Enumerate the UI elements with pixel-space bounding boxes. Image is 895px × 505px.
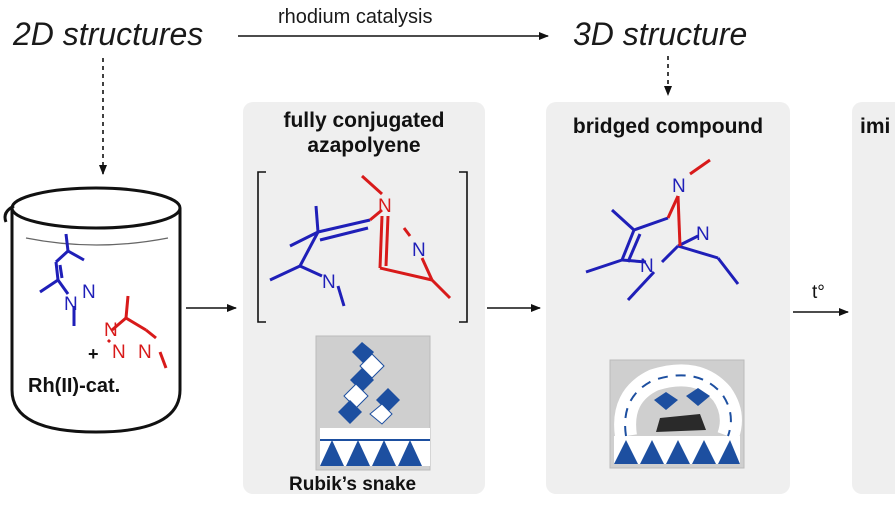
beaker-n1: N (82, 282, 96, 303)
bracket-right (459, 171, 468, 323)
bridged-n-left: N (640, 256, 654, 277)
azapolyene-n-blue: N (322, 272, 336, 293)
beaker (3, 186, 182, 434)
conjugated-title-line1: fully conjugated (283, 109, 445, 132)
imi-title-fragment: imi (860, 115, 891, 138)
rubiks-snake-image-1 (315, 335, 431, 471)
conjugated-title-line2: azapolyene (307, 134, 421, 157)
bridged-red-part (666, 158, 711, 247)
beaker-n2: N (64, 294, 78, 315)
azapolyene-red-part (360, 174, 452, 300)
azapolyene-n-blue-2: N (412, 240, 426, 261)
rubiks-snake-image-2 (609, 359, 745, 469)
panel-imi (852, 102, 895, 494)
bridged-n-right: N (696, 224, 710, 245)
bracket-left (257, 171, 266, 323)
beaker-n4: N (112, 342, 126, 363)
heading-3d-structure: 3D structure (573, 16, 748, 52)
beaker-plus: + (88, 344, 99, 364)
rubiks-snake-caption: Rubik’s snake (289, 474, 417, 495)
beaker-n3: N (104, 320, 118, 341)
beaker-catalyst: Rh(II)-cat. (28, 375, 120, 397)
bridged-title: bridged compound (572, 115, 764, 138)
heat-label: t° (812, 282, 825, 303)
triazole-red (106, 295, 168, 369)
bridged-blue-part (585, 208, 740, 302)
heading-2d-structures: 2D structures (13, 16, 204, 52)
beaker-n5: N (138, 342, 152, 363)
azapolyene-blue-part (269, 205, 371, 307)
bridged-n-top: N (672, 176, 686, 197)
azapolyene-n-red: N (378, 196, 392, 217)
pyrazole-blue (39, 233, 85, 326)
arrow-label-rhodium-catalysis: rhodium catalysis (278, 6, 433, 28)
